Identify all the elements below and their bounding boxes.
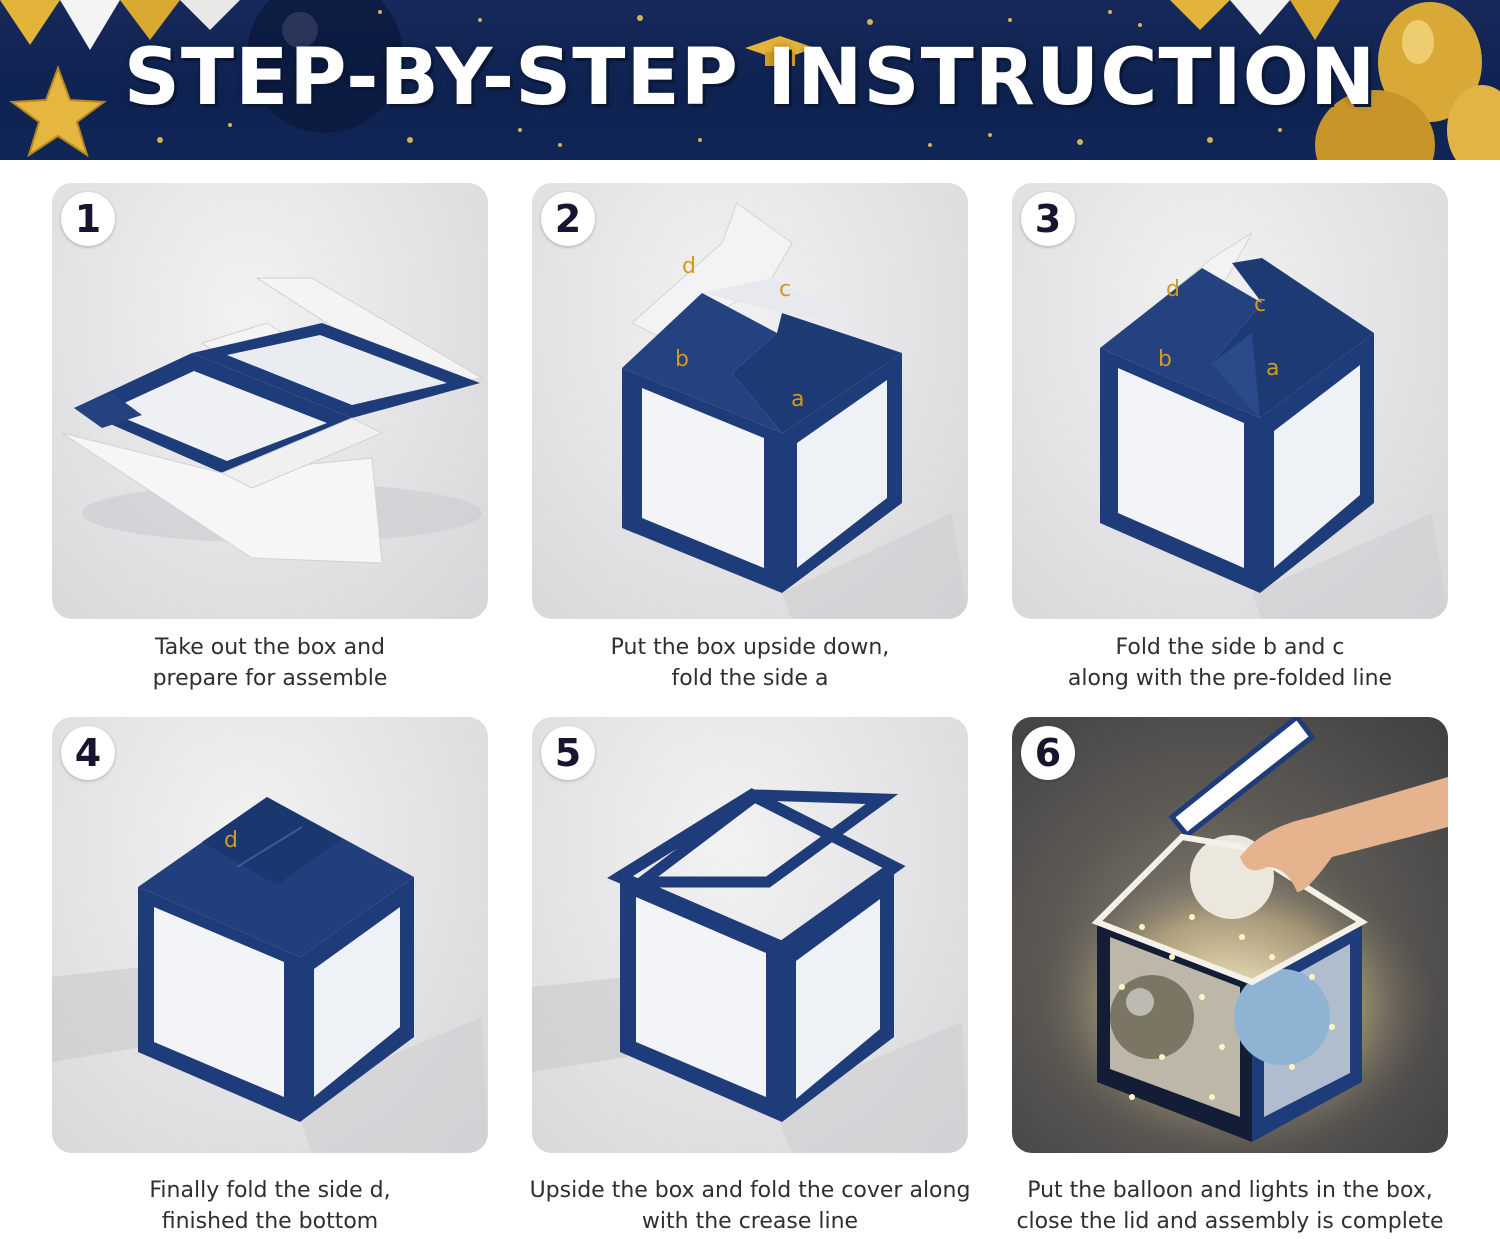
fold-label-c: c (779, 277, 791, 302)
fold-label-c: c (1254, 292, 1266, 317)
fold-labels: d (224, 828, 238, 853)
step-number-badge: 3 (1021, 192, 1075, 246)
caption-line-1: Upside the box and fold the cover along (529, 1178, 971, 1203)
star-balloon-icon (9, 65, 107, 158)
fold-labels: d c b a (675, 254, 804, 412)
fold-labels: d c b a (1158, 277, 1279, 381)
step-1-caption: Take out the box and prepare for assembl… (35, 632, 505, 694)
box-with-balloon-lights-photo (1037, 717, 1448, 1153)
step-number-badge: 6 (1021, 726, 1075, 780)
caption-line-2: fold the side a (671, 666, 829, 691)
step-number-badge: 2 (541, 192, 595, 246)
step-4-panel: d 4 (52, 717, 488, 1153)
step-number-badge: 5 (541, 726, 595, 780)
caption-line-2: close the lid and assembly is complete (1016, 1209, 1444, 1234)
caption-line-1: Put the balloon and lights in the box, (1027, 1178, 1433, 1203)
caption-line-1: Finally fold the side d, (149, 1178, 391, 1203)
fold-label-b: b (675, 347, 689, 372)
fold-label-a: a (791, 387, 804, 412)
box-fold-cover-illustration (532, 788, 968, 1153)
step-5-panel: 5 (532, 717, 968, 1153)
caption-line-1: Take out the box and (154, 635, 386, 660)
pennant-banner-icon (0, 0, 1340, 50)
header-banner: STEP-BY-STEP INSTRUCTION (0, 0, 1500, 160)
step-3-panel: d c b a 3 (1012, 183, 1448, 619)
caption-line-2: prepare for assemble (152, 666, 388, 691)
caption-line-1: Put the box upside down, (610, 635, 890, 660)
gold-balloon-icon (1315, 2, 1500, 160)
caption-line-1: Fold the side b and c (1115, 635, 1345, 660)
box-fold-sides-b-c-illustration (1100, 232, 1448, 619)
banner-decoration (0, 0, 1500, 160)
graduation-cap-icon (745, 36, 815, 67)
step-6-panel: 6 (1012, 717, 1448, 1153)
box-fold-side-a-illustration (622, 202, 968, 619)
caption-line-2: along with the pre-folded line (1067, 666, 1393, 691)
box-fold-side-d-illustration (52, 797, 488, 1153)
step-6-caption: Put the balloon and lights in the box, c… (995, 1175, 1465, 1237)
step-5-caption: Upside the box and fold the cover along … (515, 1175, 985, 1237)
fold-label-d: d (224, 828, 238, 853)
step-3-caption: Fold the side b and c along with the pre… (995, 632, 1465, 694)
step-4-caption: Finally fold the side d, finished the bo… (35, 1175, 505, 1237)
caption-line-2: finished the bottom (161, 1209, 379, 1234)
step-2-caption: Put the box upside down, fold the side a (515, 632, 985, 694)
fold-label-b: b (1158, 347, 1172, 372)
caption-line-2: with the crease line (641, 1209, 859, 1234)
fold-label-d: d (1166, 277, 1180, 302)
fold-label-a: a (1266, 356, 1279, 381)
step-number-badge: 4 (61, 726, 115, 780)
fold-label-d: d (682, 254, 696, 279)
step-2-panel: d c b a 2 (532, 183, 968, 619)
step-1-panel: 1 (52, 183, 488, 619)
banner-title: STEP-BY-STEP INSTRUCTION (123, 33, 1377, 123)
flat-box-blank-illustration (61, 277, 484, 564)
step-number-badge: 1 (61, 192, 115, 246)
